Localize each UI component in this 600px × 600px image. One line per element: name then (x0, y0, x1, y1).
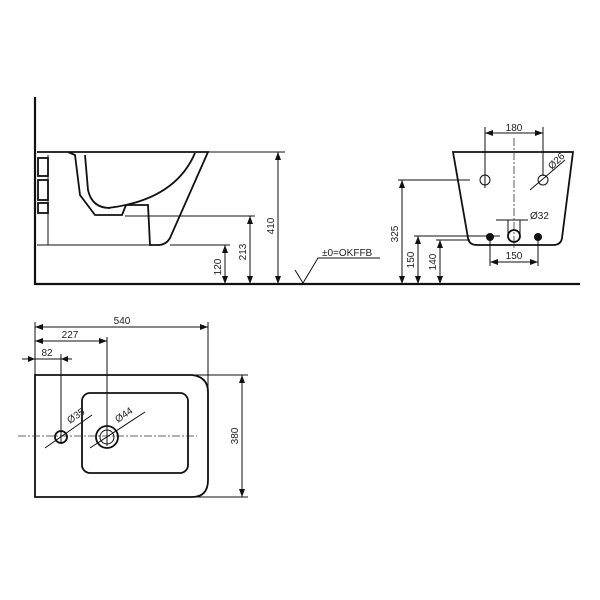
dim-227: 227 (62, 330, 79, 341)
dim-140: 140 (428, 253, 439, 270)
dim-120: 120 (213, 258, 224, 275)
side-view: 410 213 120 ±0=OKFFB (33, 97, 580, 286)
dim-150-vertical: 150 (406, 251, 417, 268)
floor-level-leader (294, 257, 380, 284)
bidet-front-outline (451, 151, 575, 246)
fixing-hole-right (537, 174, 549, 186)
dim-diam-35: Ø35 (65, 406, 87, 426)
dim-180: 180 (506, 123, 523, 134)
bowl-inner (84, 154, 111, 209)
overflow-hole (54, 430, 68, 444)
dim-diam-26: Ø26 (546, 151, 567, 172)
dim-82: 82 (41, 348, 53, 359)
tap-hole-outer (95, 425, 119, 449)
plan-view: 540 227 82 Ø35 Ø44 380 (18, 316, 248, 498)
fixing-hole-left (479, 174, 491, 186)
bidet-side-profile (37, 151, 210, 246)
dim-diam-44: Ø44 (113, 405, 135, 425)
bowl-curve (107, 152, 196, 209)
dim-410: 410 (266, 217, 277, 234)
dim-380: 380 (230, 427, 241, 444)
front-view: 180 Ø26 325 150 140 Ø32 150 (390, 123, 575, 284)
dim-540: 540 (114, 316, 131, 327)
dim-325: 325 (390, 225, 401, 242)
tap-hole-inner (99, 429, 115, 445)
floor-level-label: ±0=OKFFB (322, 248, 373, 259)
bowl-plan-outline (81, 392, 189, 474)
dim-150-horizontal: 150 (506, 251, 523, 262)
dim-diam-32: Ø32 (530, 211, 549, 222)
dim-213: 213 (238, 243, 249, 260)
